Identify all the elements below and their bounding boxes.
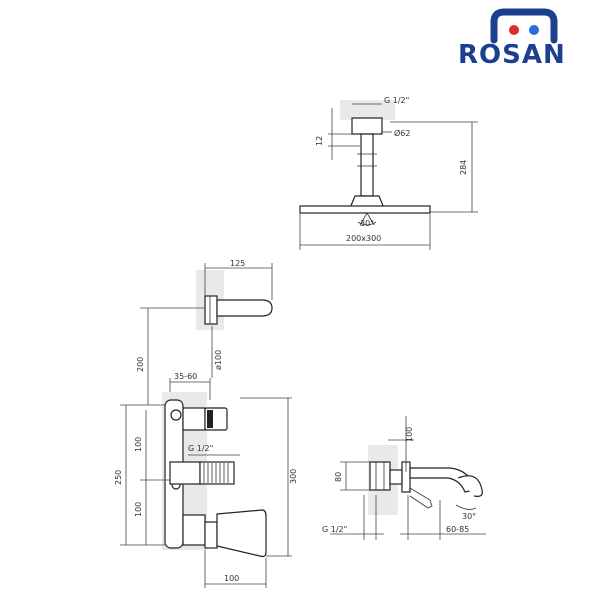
tub-wall-block <box>369 461 391 491</box>
valve-thread-label: G 1/2" <box>188 444 213 453</box>
spout-length-label: 125 <box>230 259 245 268</box>
tub-spout-body <box>409 467 476 493</box>
logo-red-dot-icon <box>509 25 519 35</box>
wall-flange <box>351 117 383 135</box>
brand-logo: ROSAN <box>458 8 566 70</box>
tub-spout-tip <box>457 475 483 497</box>
diverter-lever <box>409 487 433 509</box>
tub-spout-drawing: 100 80 30° G 1/2" 60-85 <box>322 416 486 540</box>
valve-300-label: 300 <box>289 469 298 484</box>
valve-outlet <box>182 514 206 546</box>
shower-arm <box>360 133 374 197</box>
valve-core <box>169 461 201 485</box>
wall-shading <box>340 100 395 120</box>
valve-fitting-top <box>182 407 206 431</box>
lever-base <box>204 521 218 549</box>
valve-100a-label: 100 <box>134 437 143 452</box>
brand-name: ROSAN <box>458 40 566 70</box>
tub-80-label: 80 <box>334 472 343 482</box>
spout-drawing: 125 ø100 200 <box>136 259 273 405</box>
tub-thread-label: G 1/2" <box>322 525 347 534</box>
head-diameter-label: Ø62 <box>394 128 410 138</box>
spout-height-label: 200 <box>136 357 145 372</box>
logo-blue-dot-icon <box>529 25 539 35</box>
valve-port-top <box>170 409 182 421</box>
tub-angle-label: 30° <box>462 512 476 521</box>
tub-connector <box>389 469 403 485</box>
head-size-label: 200x300 <box>346 234 381 243</box>
shower-plate <box>299 205 431 214</box>
tub-100-label: 100 <box>405 427 414 442</box>
head-height-label: 284 <box>459 160 468 175</box>
valve-100c-label: 100 <box>224 574 239 583</box>
shower-head-drawing: G 1/2" Ø62 12 284 30° 200x300 <box>299 96 478 250</box>
mixer-lever <box>216 509 267 558</box>
head-12-label: 12 <box>315 136 324 146</box>
diverter-knob-dark <box>207 410 213 428</box>
valve-100b-label: 100 <box>134 502 143 517</box>
depth-label: 35-60 <box>174 372 197 381</box>
head-thread-label: G 1/2" <box>384 96 409 105</box>
spout-flange <box>204 295 218 325</box>
valve-250-label: 250 <box>114 470 123 485</box>
valve-body-drawing: 35-60 250 100 100 G 1/2 <box>114 372 298 588</box>
head-angle-label: 30° <box>360 219 374 228</box>
spout-body <box>216 299 273 317</box>
spout-diameter-label: ø100 <box>214 350 223 370</box>
logo-arch-icon <box>490 8 558 44</box>
tub-range-label: 60-85 <box>446 525 469 534</box>
cartridge-body <box>199 461 235 485</box>
